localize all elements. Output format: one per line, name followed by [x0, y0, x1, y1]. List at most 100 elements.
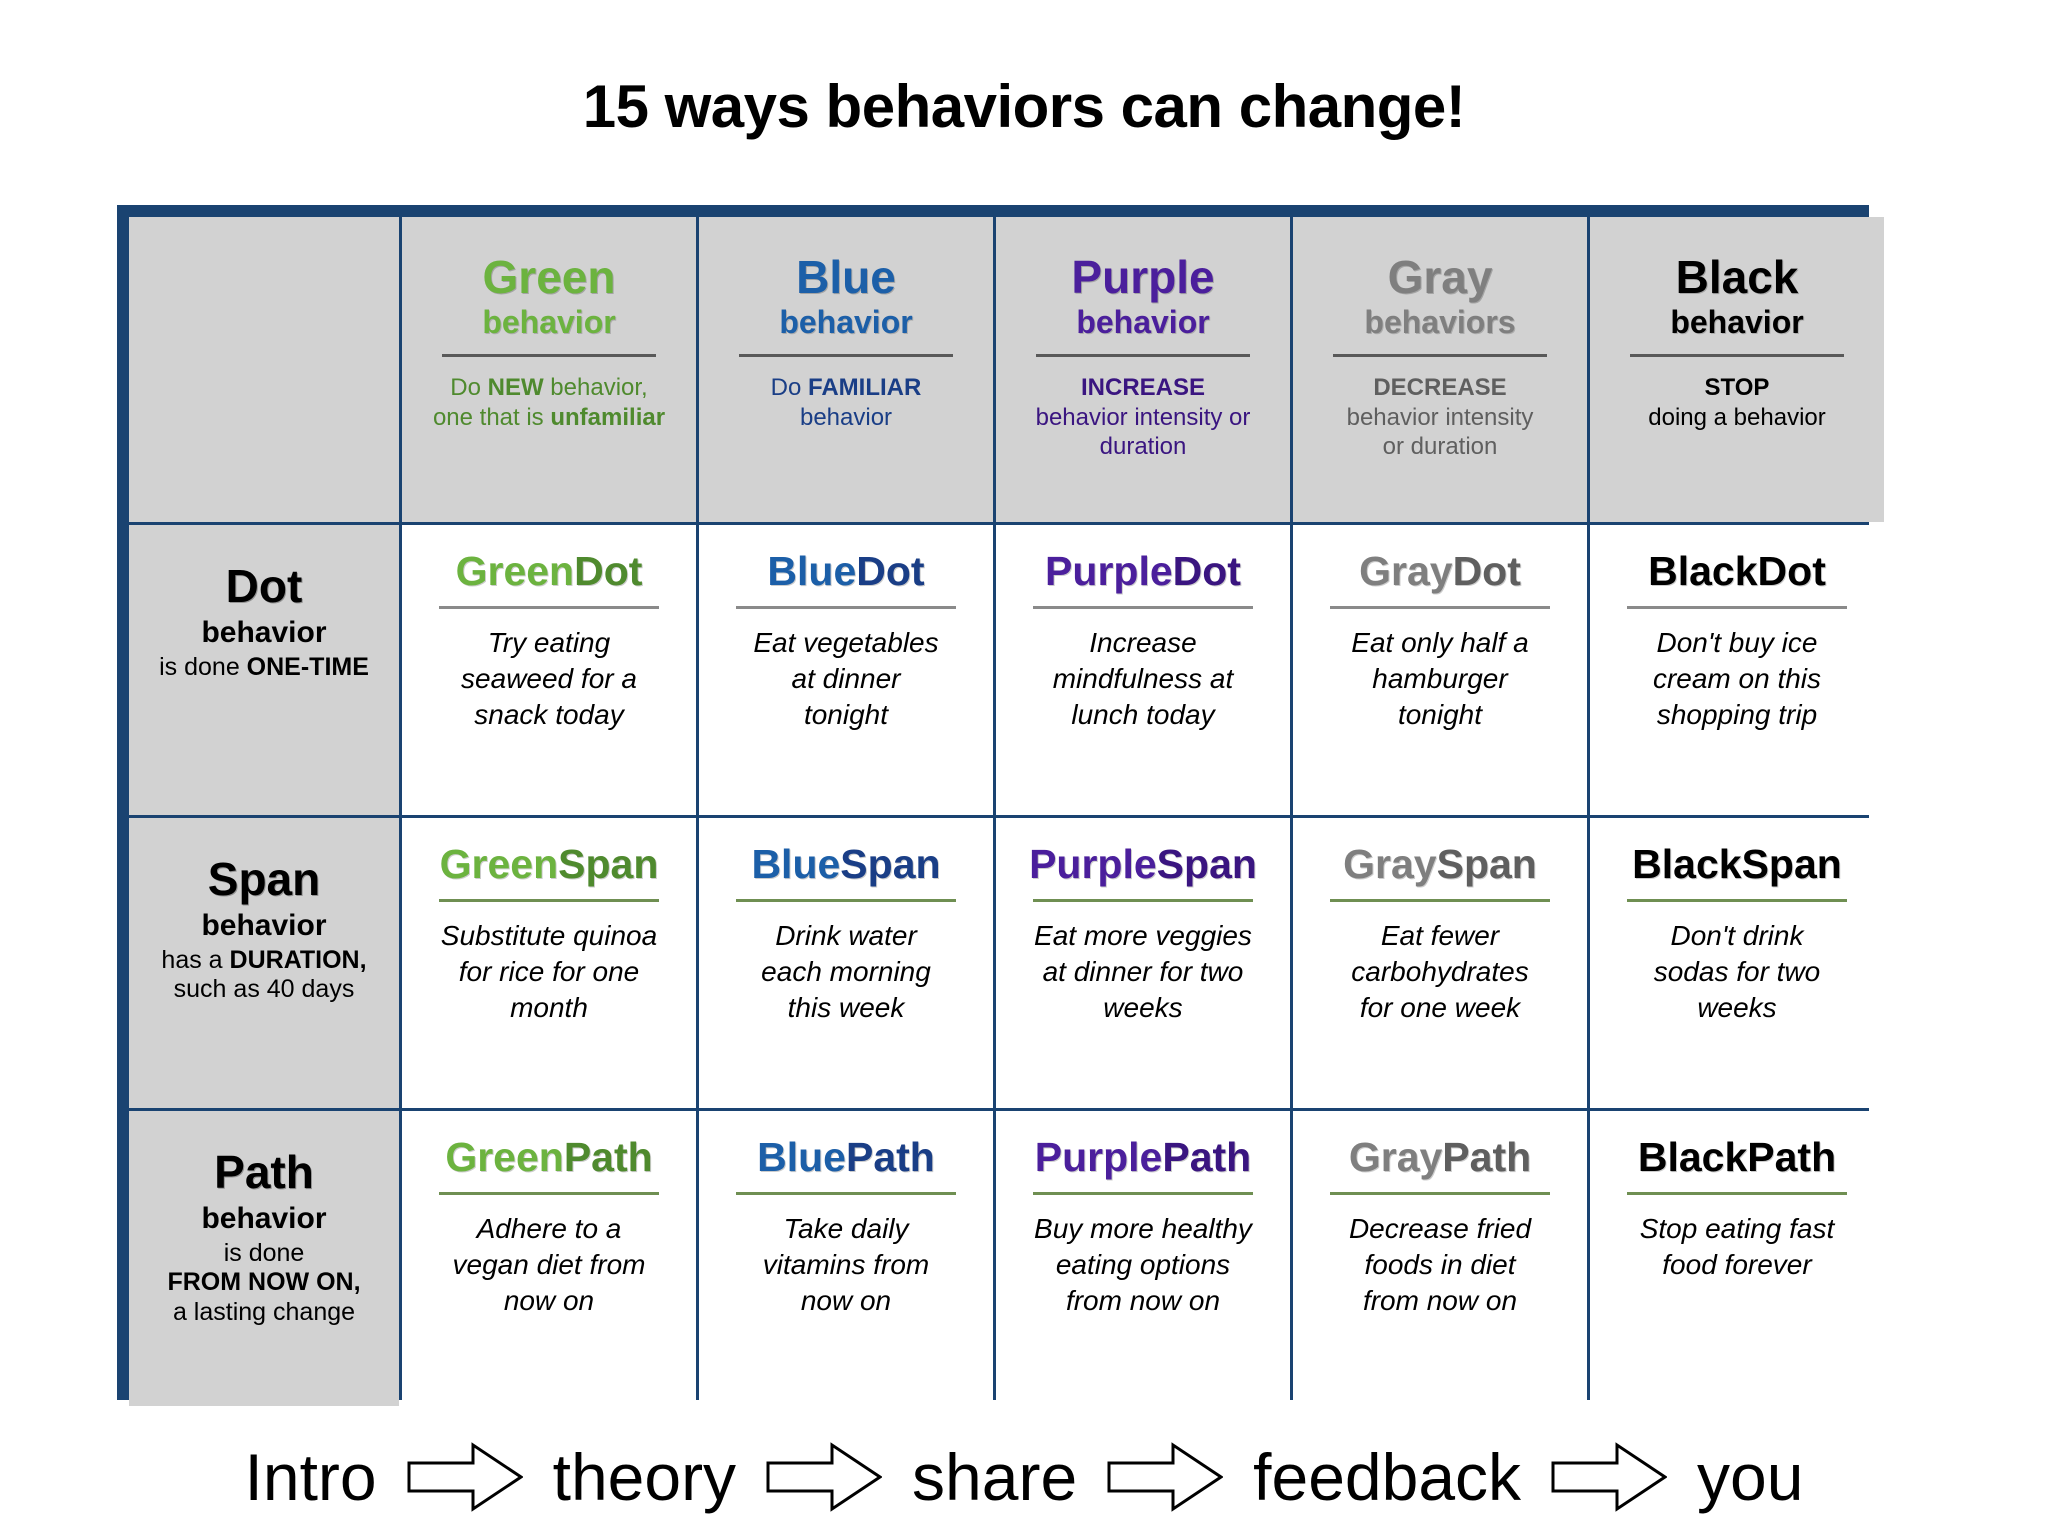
header-color-word: Blue: [796, 251, 896, 303]
row-label-behavior: behavior: [201, 616, 327, 649]
cell-body-line: weeks: [1103, 991, 1183, 1023]
desc-emphasis: INCREASE: [1080, 374, 1206, 402]
cell-divider: [1330, 606, 1550, 609]
cell-body-line: tonight: [803, 698, 889, 730]
cell-divider: [439, 606, 659, 609]
cell-body-line: from now on: [1362, 1284, 1518, 1316]
cell-body-line: Adhere to a: [476, 1213, 622, 1244]
header-description: Do NEW behavior,one that is unfamiliar: [433, 373, 665, 432]
cell-body-line: snack today: [474, 698, 624, 730]
cell-title-type-part: Span: [558, 841, 659, 887]
cell-divider: [736, 1192, 956, 1195]
cell-title: BlackDot: [1648, 551, 1826, 592]
nav-step-share[interactable]: share: [912, 1440, 1078, 1514]
cell-title-type-part: Path: [1162, 1134, 1252, 1180]
cell-body-line: food forever: [1662, 1248, 1812, 1280]
cell-divider: [1627, 1192, 1847, 1195]
header-divider: [1036, 354, 1250, 358]
row-desc-line: FROM NOW ON,: [167, 1268, 360, 1298]
cell-title-type-part: Dot: [1452, 548, 1521, 594]
nav-step-you[interactable]: you: [1697, 1440, 1804, 1514]
cell-body-line: Decrease fried: [1348, 1213, 1532, 1244]
desc-emphasis: unfamiliar: [550, 403, 666, 431]
row-desc-line: is done: [167, 1239, 360, 1269]
cell-title: GrayDot: [1359, 551, 1521, 592]
header-color-word: Gray: [1387, 251, 1493, 303]
nav-step-intro[interactable]: Intro: [244, 1440, 377, 1514]
cell-divider: [1330, 1192, 1550, 1195]
cell-body-line: weeks: [1697, 991, 1777, 1023]
header-color-word: Purple: [1071, 251, 1215, 303]
desc-text: doing a behavior: [1648, 403, 1826, 431]
cell-body-line: now on: [800, 1284, 892, 1316]
desc-text: behavior intensity or: [1035, 403, 1251, 431]
row-desc-line: has a DURATION,: [161, 946, 366, 976]
cell-title-type-part: Dot: [574, 548, 643, 594]
cell-body-line: Drink water: [775, 920, 917, 951]
cell-body-line: Eat fewer: [1380, 920, 1500, 951]
nav-step-theory[interactable]: theory: [552, 1440, 737, 1514]
cell-title-color-part: Gray: [1348, 1134, 1443, 1180]
header-behavior-word: behavior: [1076, 304, 1210, 341]
cell-title: PurpleDot: [1045, 551, 1241, 592]
desc-text: behavior intensity: [1346, 403, 1534, 431]
header-divider: [1630, 354, 1844, 358]
row-desc-line: a lasting change: [172, 1297, 356, 1326]
cell-title-color-part: Green: [445, 1134, 564, 1180]
page-title: 15 ways behaviors can change!: [582, 73, 1466, 140]
corner-blank: [129, 217, 399, 522]
cell-divider: [1033, 606, 1253, 609]
header-desc-line: or duration: [1382, 433, 1498, 461]
cell-title-type-part: Path: [1442, 1134, 1532, 1180]
cell-title-type-part: Path: [1747, 1134, 1837, 1180]
nav-step-feedback[interactable]: feedback: [1253, 1440, 1522, 1514]
cell-title-color-part: Purple: [1034, 1134, 1163, 1180]
cell-divider: [439, 1192, 659, 1195]
cell-body-line: Don't drink: [1670, 920, 1804, 951]
cell-title-type-part: Span: [1436, 841, 1537, 887]
header-desc-line: Do FAMILIAR: [771, 373, 922, 402]
cell-title: GreenPath: [445, 1137, 652, 1178]
cell-body-line: Try eating: [487, 627, 611, 658]
header-behavior-word: behavior: [779, 304, 913, 341]
cell-title-color-part: Black: [1648, 548, 1758, 594]
row-label-behavior: behavior: [201, 909, 327, 942]
header-desc-line: doing a behavior: [1648, 403, 1825, 432]
cell-title-type-part: Dot: [856, 548, 925, 594]
cell-title-type-part: Span: [1156, 841, 1257, 887]
cell-body-line: Increase: [1089, 627, 1197, 658]
cell-title-color-part: Gray: [1343, 841, 1437, 887]
header-desc-line: behavior intensity: [1347, 403, 1534, 432]
header-desc-line: behavior intensity or: [1036, 403, 1251, 432]
